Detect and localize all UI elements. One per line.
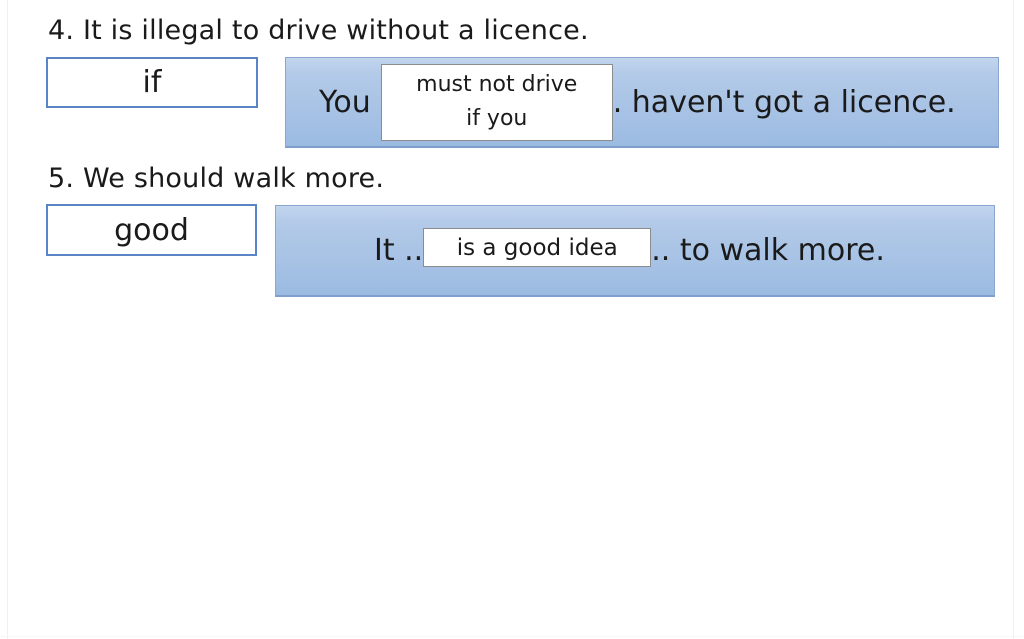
exercise-5-sentence-prefix: It .. [374, 233, 424, 268]
exercise-5-keyword-label: good [114, 212, 189, 248]
exercise-5-sentence-suffix: .. to walk more. [651, 233, 885, 268]
exercise-4-title: 4. It is illegal to drive without a lice… [48, 15, 589, 46]
slide-right-edge [1013, 0, 1014, 639]
exercise-4-answer-line-2: if you [466, 106, 528, 131]
slide-left-edge [7, 0, 8, 639]
exercise-5-keyword-box[interactable]: good [46, 204, 257, 256]
slide-bottom-edge [0, 636, 1024, 637]
exercise-5-answer-box[interactable]: is a good idea [423, 228, 652, 267]
exercise-4-answer-line-1: must not drive [416, 72, 578, 97]
exercise-4-sentence-suffix: . haven't got a licence. [612, 84, 956, 120]
exercise-4-sentence-strip: You must not drive if you . haven't got … [285, 57, 999, 148]
exercise-5-title: 5. We should walk more. [48, 163, 385, 194]
exercise-4-sentence-prefix: You [319, 84, 371, 120]
exercise-5-answer-label: is a good idea [456, 234, 618, 261]
exercise-4-keyword-box[interactable]: if [46, 57, 258, 108]
exercise-4-keyword-label: if [142, 65, 162, 100]
exercise-4-answer-box[interactable]: must not drive if you [380, 63, 613, 141]
exercise-5-sentence-strip: It .. is a good idea .. to walk more. [275, 205, 995, 297]
